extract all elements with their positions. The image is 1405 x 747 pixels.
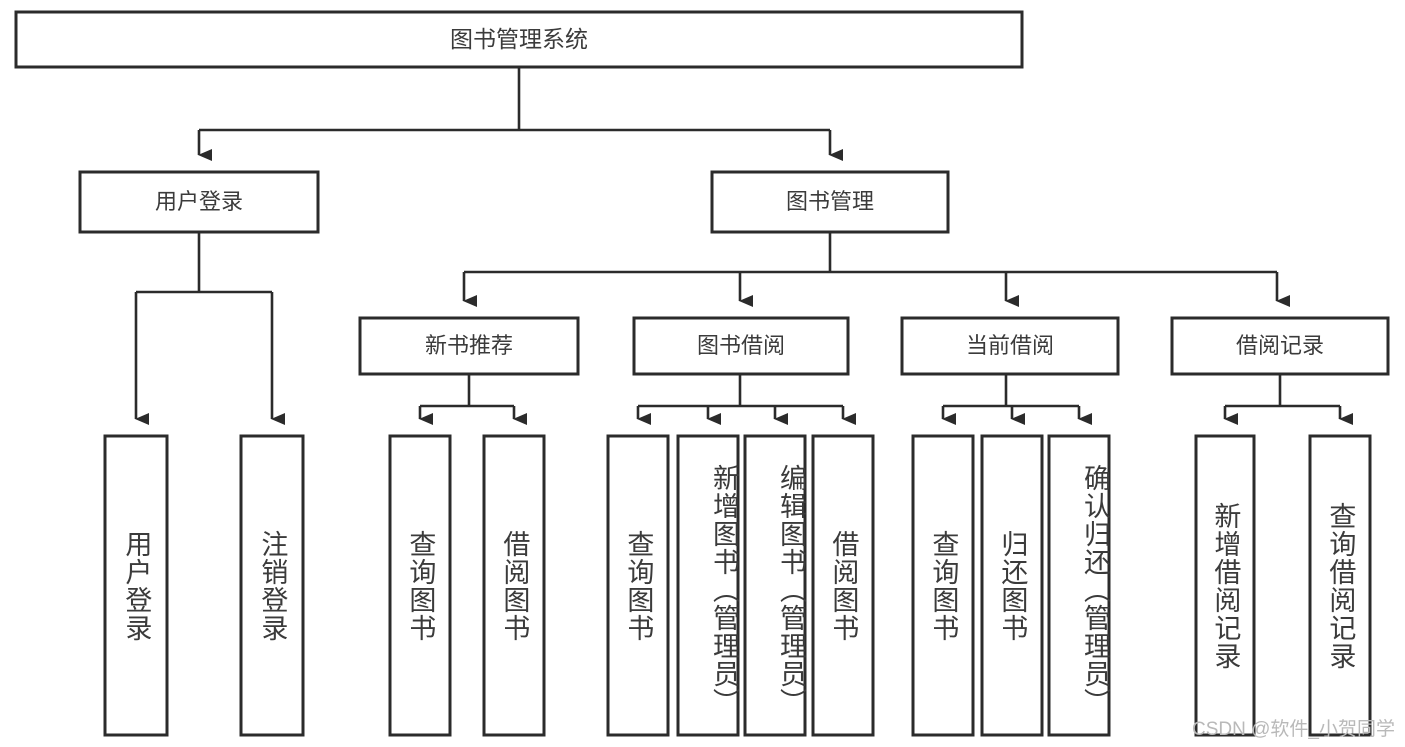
node-current-borrow-box[interactable] bbox=[900, 316, 1120, 376]
leaf-box-add-record[interactable] bbox=[1194, 434, 1256, 737]
node-current-borrow-label: 当前借阅 bbox=[966, 333, 1054, 358]
node-root-label: 图书管理系统 bbox=[450, 26, 588, 52]
leaf-box-return-book[interactable] bbox=[980, 434, 1044, 737]
node-new-book-rec-label: 新书推荐 bbox=[425, 333, 513, 358]
node-book-borrow[interactable]: 图书借阅 bbox=[632, 316, 850, 376]
node-user-login-box[interactable] bbox=[78, 170, 320, 234]
node-book-manage-label: 图书管理 bbox=[786, 189, 874, 214]
leaf-box-query-book-1[interactable] bbox=[388, 434, 452, 737]
leaf-box-user-login[interactable] bbox=[103, 434, 169, 737]
node-book-borrow-label: 图书借阅 bbox=[697, 333, 785, 358]
node-book-manage-box[interactable] bbox=[710, 170, 950, 234]
node-new-book-rec-box[interactable] bbox=[358, 316, 580, 376]
leaf-box-query-record[interactable] bbox=[1308, 434, 1372, 737]
node-root[interactable]: 图书管理系统 bbox=[14, 10, 1024, 69]
leaf-box-borrow-book-1[interactable] bbox=[482, 434, 546, 737]
node-book-manage[interactable]: 图书管理 bbox=[710, 170, 950, 234]
csdn-watermark: CSDN @软件_小贺同学 bbox=[1192, 719, 1395, 740]
leaf-box-query-book-2[interactable] bbox=[606, 434, 670, 737]
node-borrow-record-box[interactable] bbox=[1170, 316, 1390, 376]
node-user-login-label: 用户登录 bbox=[155, 189, 243, 214]
node-new-book-rec[interactable]: 新书推荐 bbox=[358, 316, 580, 376]
connector-group bbox=[134, 67, 1353, 425]
leaf-box-edit-book[interactable] bbox=[743, 434, 807, 737]
node-borrow-record-label: 借阅记录 bbox=[1236, 333, 1324, 358]
leaf-box-logout[interactable] bbox=[239, 434, 305, 737]
node-borrow-record[interactable]: 借阅记录 bbox=[1170, 316, 1390, 376]
node-book-borrow-box[interactable] bbox=[632, 316, 850, 376]
leaf-box-add-book[interactable] bbox=[676, 434, 740, 737]
leaf-box-confirm-return[interactable] bbox=[1047, 434, 1111, 737]
node-user-login[interactable]: 用户登录 bbox=[78, 170, 320, 234]
leaf-box-query-book-3[interactable] bbox=[911, 434, 975, 737]
leaf-box-group bbox=[103, 434, 1372, 737]
leaf-box-borrow-book-2[interactable] bbox=[811, 434, 875, 737]
node-current-borrow[interactable]: 当前借阅 bbox=[900, 316, 1120, 376]
node-root-box[interactable] bbox=[14, 10, 1024, 69]
